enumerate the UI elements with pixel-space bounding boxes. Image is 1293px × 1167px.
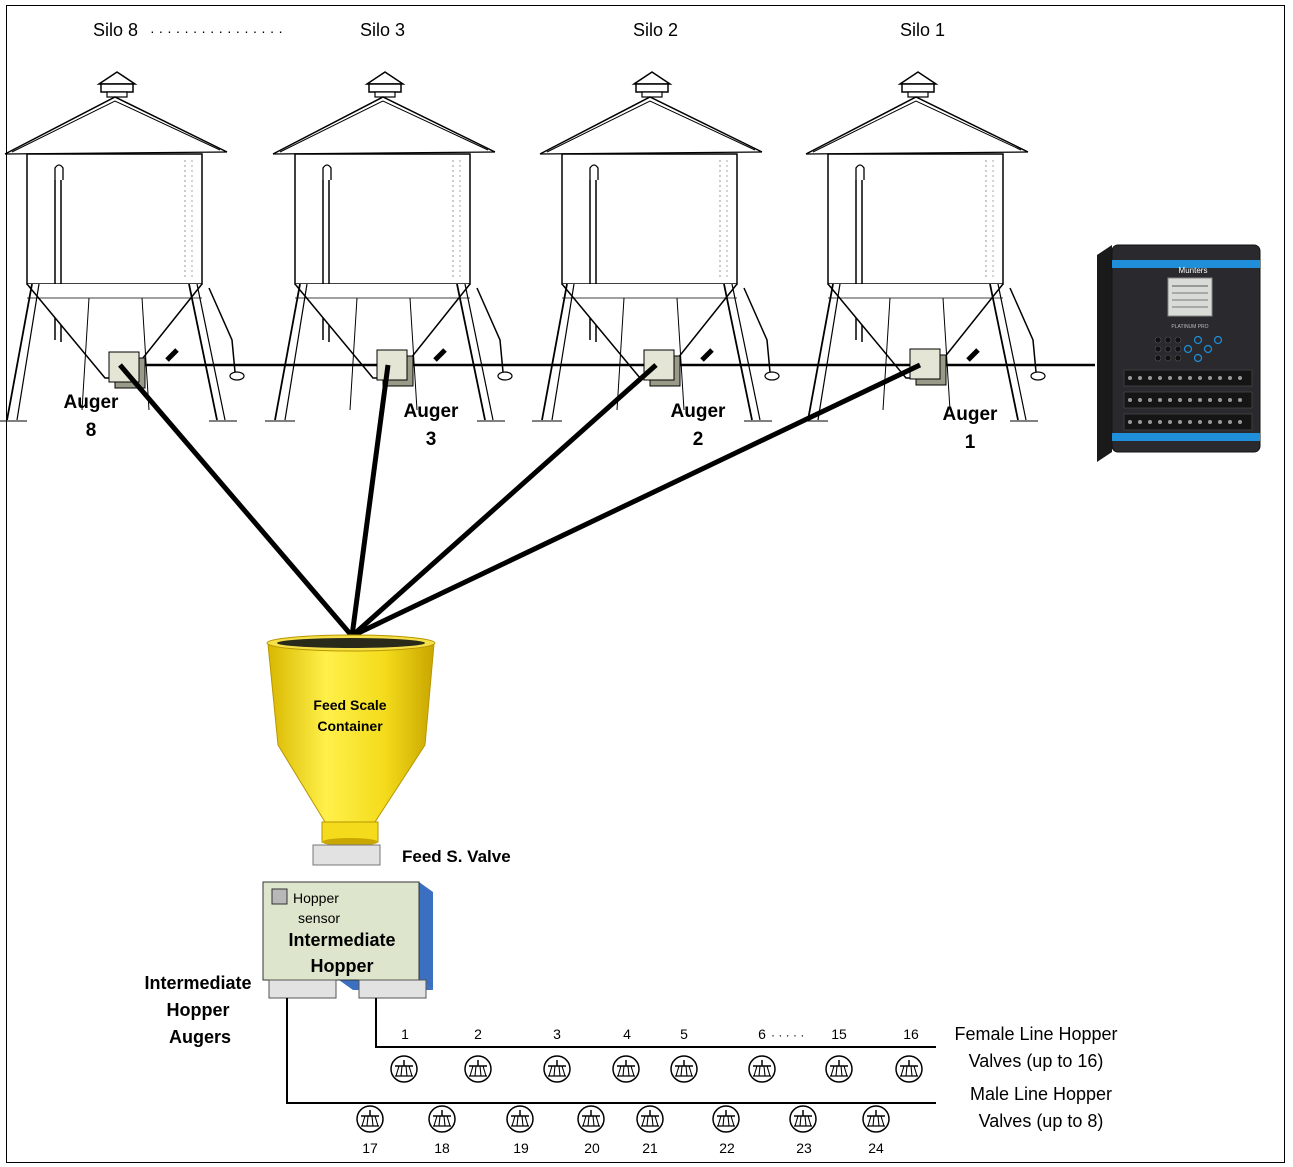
male-valve-number: 17 [362, 1140, 378, 1156]
auger-8-label: Auger [64, 392, 120, 413]
hopper-sensor-icon [271, 888, 288, 905]
hopper-title-line2: Hopper [311, 956, 374, 976]
female-hopper-valve-icon [390, 1055, 418, 1083]
auger-2-feed-line [350, 363, 658, 638]
male-valve-number: 22 [719, 1140, 735, 1156]
female-hopper-valve-icon [895, 1055, 923, 1083]
male-line-label-line1: Male Line Hopper [970, 1084, 1112, 1104]
female-line-label-line2: Valves (up to 16) [969, 1051, 1104, 1071]
controller-model: PLATINUM PRO [1171, 324, 1208, 330]
male-hopper-valve-icon [356, 1105, 384, 1133]
male-hopper-valve-icon [862, 1105, 890, 1133]
male-hopper-valve-icon [636, 1105, 664, 1133]
silo-2-label: Silo 2 [633, 20, 678, 40]
male-valve-number: 18 [434, 1140, 450, 1156]
auger-8-feed-line [118, 363, 354, 638]
controller-brand: Munters [1179, 266, 1208, 275]
male-feed-line [286, 998, 936, 1104]
female-valve-number: 5 [680, 1026, 688, 1042]
male-hopper-valve-icon [789, 1105, 817, 1133]
auger-8-number: 8 [86, 420, 97, 441]
auger-2-label: Auger [671, 401, 727, 422]
female-hopper-valve-icon [543, 1055, 571, 1083]
hopper-augers-label-line2: Hopper [167, 1000, 230, 1020]
female-valve-number: 1 [401, 1026, 409, 1042]
auger-1-label: Auger [943, 404, 999, 425]
hopper-sensor-label-line1: Hopper [293, 890, 339, 906]
hopper-augers-label-line1: Intermediate [144, 973, 251, 993]
hopper-title-line1: Intermediate [288, 930, 395, 950]
female-hopper-valve-icon [464, 1055, 492, 1083]
male-hopper-valve-icon [506, 1105, 534, 1133]
female-valve-gap-dots: · · · · · [771, 1028, 804, 1042]
female-valve-number: 15 [831, 1026, 847, 1042]
feed-scale-valve [312, 844, 381, 866]
auger-3-feed-line [349, 364, 391, 637]
male-valve-number: 24 [868, 1140, 884, 1156]
silo-gap-dots: · · · · · · · · · · · · · · · · [150, 23, 283, 39]
silo-8-label: Silo 8 [93, 20, 138, 40]
male-hopper-valve-icon [712, 1105, 740, 1133]
female-line-label-line1: Female Line Hopper [954, 1024, 1117, 1044]
female-hopper-valve-icon [670, 1055, 698, 1083]
female-hopper-valve-icon [612, 1055, 640, 1083]
male-line-auger-outlet [268, 979, 337, 999]
female-feed-line [375, 998, 936, 1048]
auger-3-label: Auger [404, 401, 460, 422]
hopper-sensor-label-line2: sensor [298, 910, 340, 926]
auger-1-feed-line [350, 362, 922, 639]
female-valve-number: 4 [623, 1026, 631, 1042]
auger-2-number: 2 [693, 429, 704, 450]
controller-screen [1167, 277, 1213, 317]
diagram-frame [6, 5, 1285, 1163]
feed-scale-label-line2: Container [317, 718, 383, 734]
male-valve-number: 20 [584, 1140, 600, 1156]
munters-controller: Munters PLATINUM PRO [1097, 244, 1261, 462]
feed-scale-container: Feed Scale Container [266, 634, 436, 846]
female-valve-number: 6 [758, 1026, 766, 1042]
hopper-augers-label-line3: Augers [169, 1027, 231, 1047]
female-valve-number: 3 [553, 1026, 561, 1042]
silo-1-label: Silo 1 [900, 20, 945, 40]
auger-1-number: 1 [965, 432, 976, 453]
male-valve-number: 19 [513, 1140, 529, 1156]
female-line-auger-outlet [358, 979, 427, 999]
feed-valve-label: Feed S. Valve [402, 847, 511, 866]
female-hopper-valve-icon [825, 1055, 853, 1083]
female-valve-number: 2 [474, 1026, 482, 1042]
male-line-label-line2: Valves (up to 8) [979, 1111, 1104, 1131]
auger-3-number: 3 [426, 429, 437, 450]
silo-3-label: Silo 3 [360, 20, 405, 40]
female-valve-number: 16 [903, 1026, 919, 1042]
female-hopper-valve-icon [748, 1055, 776, 1083]
intermediate-hopper: Hopper sensor Intermediate Hopper [262, 881, 433, 990]
male-valve-number: 23 [796, 1140, 812, 1156]
male-hopper-valve-icon [428, 1105, 456, 1133]
male-valve-number: 21 [642, 1140, 658, 1156]
feed-scale-label-line1: Feed Scale [313, 697, 386, 713]
male-hopper-valve-icon [577, 1105, 605, 1133]
